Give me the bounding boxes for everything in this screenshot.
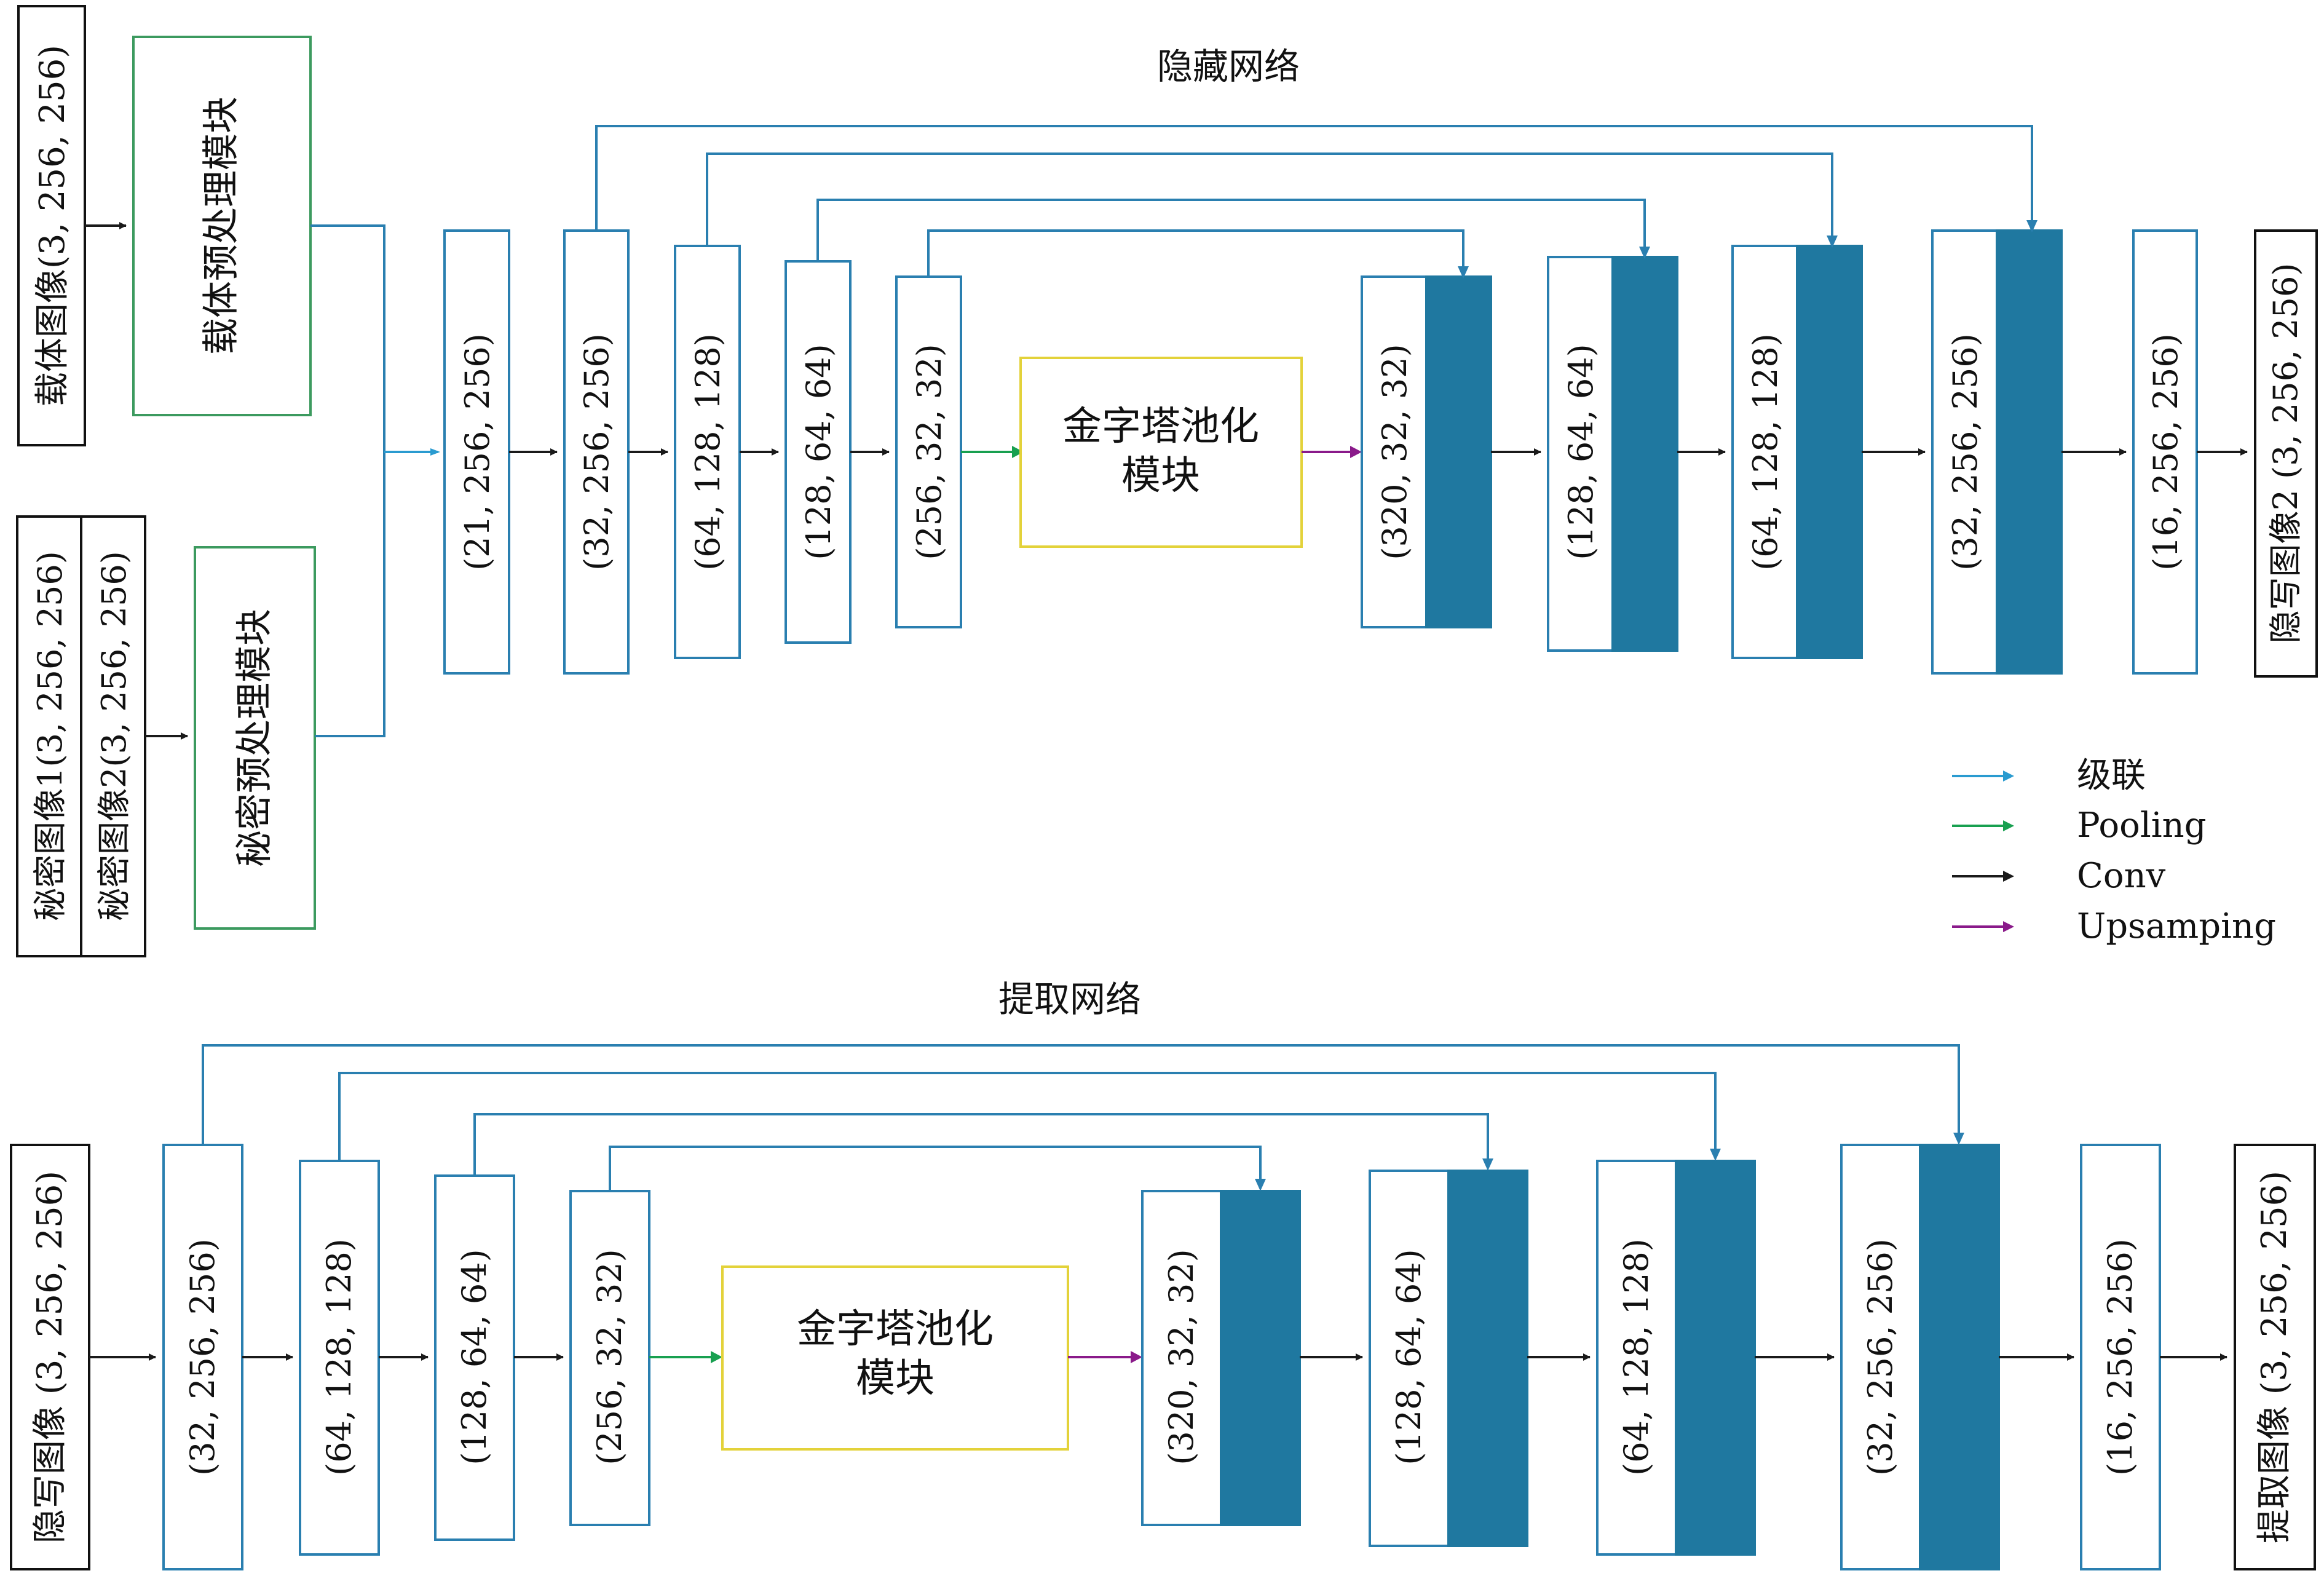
cover-input-label: 载体图像(3, 256, 256) [33,45,73,406]
upsample-arrow-head [1350,446,1362,458]
skip-connection [706,152,1833,246]
skip-connections [202,1044,1960,1191]
hiding-output-label: 隐写图像2 (3, 256, 256) [2266,263,2305,644]
skip-connection [927,229,1464,277]
extraction-dec-label: (320, 32, 32) [1162,1249,1201,1465]
concat-fill [1611,256,1678,652]
hiding-dec-label: (128, 64, 64) [1562,344,1600,560]
extraction-dec-label: (32, 256, 256) [1861,1238,1900,1476]
extraction-dec-label: (16, 256, 256) [2101,1238,2140,1476]
hiding-enc-label: (21, 256, 256) [458,333,497,571]
hiding-encoder-block-3: (64, 128, 128) [674,245,741,659]
extraction-enc-label: (32, 256, 256) [183,1238,222,1476]
pooling-arrow-head [711,1351,722,1363]
legend-item-pooling: Pooling [1952,806,2207,845]
hiding-enc-label: (128, 64, 64) [799,344,838,560]
skip-connection [609,1146,1262,1191]
hiding-enc-label: (256, 32, 32) [910,344,949,560]
hiding-encoder-block-2: (32, 256, 256) [563,229,630,675]
hiding-decoder-block-3: (64, 128, 128) [1731,245,1863,659]
hiding-dec-label: (320, 32, 32) [1375,344,1414,560]
extraction-encoder-block-1: (32, 256, 256) [162,1144,243,1570]
concat-fill [1425,275,1492,628]
extraction-enc-label: (256, 32, 32) [590,1249,629,1465]
extraction-decoder-block-3: (64, 128, 128) [1596,1160,1756,1556]
extraction-decoder-block-1: (320, 32, 32) [1141,1190,1301,1526]
upsample-arrow-head [1131,1351,1142,1363]
hiding-title: 隐藏网络 [1157,46,1300,87]
extraction-enc-label: (64, 128, 128) [320,1238,358,1476]
extraction-enc-label: (128, 64, 64) [455,1249,494,1465]
extraction-pyramid-module: 金字塔池化 模块 [721,1265,1069,1451]
extraction-input-label: 隐写图像 (3, 256, 256) [30,1171,70,1543]
hiding-network: 隐藏网络 载体图像(3, 256, 256) 载体预处理模块 秘密图像1(3, … [16,5,2318,957]
hiding-pyramid-module: 金字塔池化 模块 [1019,357,1303,548]
skip-arrow-heads [1458,220,2037,279]
cover-preprocess-box: 载体预处理模块 [132,36,312,416]
skip-connection [595,125,2033,231]
concat-arrow-head [430,448,440,456]
hiding-output-box: 隐写图像2 (3, 256, 256) [2254,229,2318,678]
cover-preprocess-label: 载体预处理模块 [200,97,243,355]
hiding-decoder-block-1: (320, 32, 32) [1361,275,1492,628]
legend-label: Pooling [2077,806,2207,845]
skip-connections [595,125,2033,277]
concat-fill [1220,1190,1301,1526]
concat-fill [1919,1144,2000,1570]
skip-connection [816,199,1646,261]
secret-input-box: 秘密图像1(3, 256, 256) 秘密图像2(3, 256, 256) [16,515,146,957]
extraction-dec-label: (64, 128, 128) [1617,1238,1656,1476]
merge-connector [310,224,385,737]
extraction-output-box: 提取图像 (3, 256, 256) [2234,1144,2316,1570]
hiding-dec-label: (16, 256, 256) [2146,333,2185,571]
skip-connection [473,1113,1489,1176]
hiding-decoder-block-5: (16, 256, 256) [2132,229,2198,675]
pyramid-label-line1: 金字塔池化 [1062,404,1259,449]
extraction-network: 提取网络 隐写图像 (3, 256, 256) (32, 256, 256) (… [10,978,2316,1570]
concat-fill [1996,229,2063,675]
extraction-input-box: 隐写图像 (3, 256, 256) [10,1144,90,1570]
concat-fill [1447,1170,1528,1547]
legend-label: 级联 [2077,756,2146,796]
legend-item-conv: Conv [1952,856,2166,896]
pooling-arrow-head [1012,446,1024,458]
extraction-encoder-block-3: (128, 64, 64) [434,1174,515,1541]
hiding-encoder-block-1: (21, 256, 256) [443,229,510,675]
secret-preprocess-box: 秘密预处理模块 [194,546,316,930]
concat-fill [1675,1160,1756,1556]
extraction-decoder-block-4: (32, 256, 256) [1840,1144,2000,1570]
skip-connection [202,1044,1960,1145]
hiding-dec-label: (32, 256, 256) [1946,333,1985,571]
legend-label: Upsamping [2077,906,2276,946]
pyramid-label-line1: 金字塔池化 [797,1307,994,1352]
secret-input-2-label: 秘密图像2(3, 256, 256) [95,551,133,921]
skip-connection [338,1072,1717,1161]
extraction-decoder-block-2: (128, 64, 64) [1369,1170,1528,1547]
cover-input-box: 载体图像(3, 256, 256) [17,5,86,446]
skip-arrow-heads [1255,1133,1964,1191]
secret-preprocess-label: 秘密预处理模块 [233,609,276,867]
concat-fill [1796,245,1863,659]
pyramid-label-line2: 模块 [856,1356,935,1401]
hiding-encoder-block-5: (256, 32, 32) [895,275,962,628]
extraction-title: 提取网络 [998,978,1141,1020]
legend-item-upsampling: Upsamping [1952,906,2276,946]
extraction-decoder-block-5: (16, 256, 256) [2080,1144,2161,1570]
secret-input-1-label: 秘密图像1(3, 256, 256) [31,551,69,921]
legend: 级联 Pooling Conv Upsamping [1952,756,2276,946]
hiding-enc-label: (32, 256, 256) [577,333,616,571]
hiding-encoder-block-4: (128, 64, 64) [785,260,852,644]
extraction-output-label: 提取图像 (3, 256, 256) [2255,1171,2294,1543]
hiding-enc-label: (64, 128, 128) [689,333,727,571]
hiding-decoder-block-2: (128, 64, 64) [1547,256,1678,652]
hiding-dec-label: (64, 128, 128) [1746,333,1785,571]
extraction-dec-label: (128, 64, 64) [1389,1249,1428,1465]
extraction-encoder-block-2: (64, 128, 128) [299,1160,380,1556]
legend-item-concat: 级联 [1952,756,2146,796]
hiding-decoder-block-4: (32, 256, 256) [1931,229,2063,675]
extraction-encoder-block-4: (256, 32, 32) [569,1190,650,1526]
pyramid-label-line2: 模块 [1121,453,1200,499]
legend-label: Conv [2077,856,2166,896]
